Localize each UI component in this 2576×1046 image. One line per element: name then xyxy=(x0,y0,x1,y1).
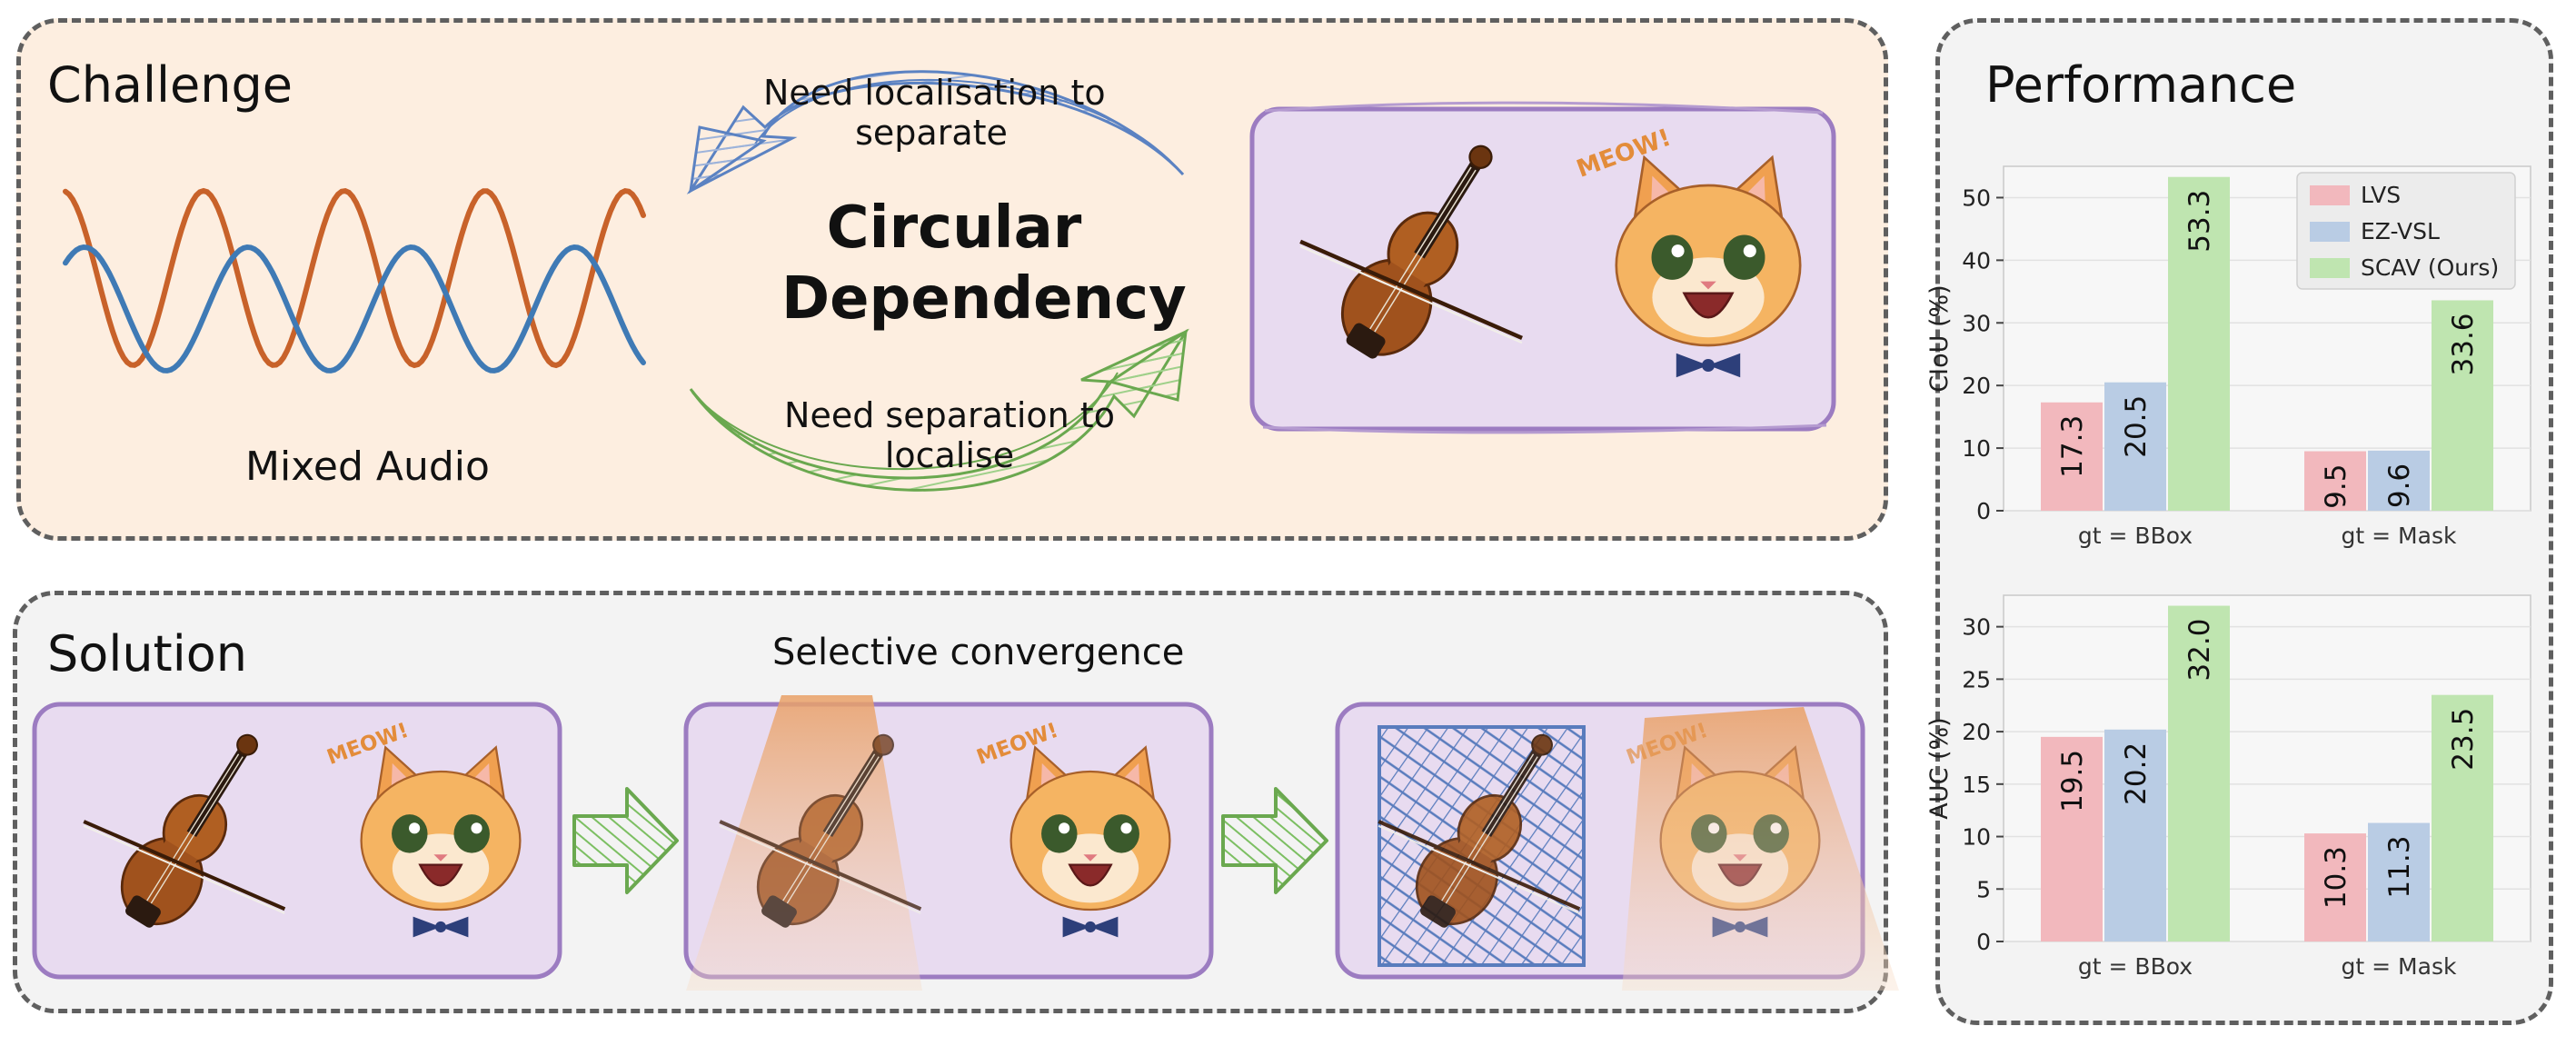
arrow-bottom-green-icon xyxy=(689,328,1189,492)
y-tick-label: 50 xyxy=(1962,184,1991,211)
legend xyxy=(2296,172,2516,290)
legend-swatch xyxy=(2310,185,2350,205)
solution-arrow-2-icon xyxy=(1221,787,1328,894)
violin-icon xyxy=(1378,733,1581,928)
bar xyxy=(2368,450,2430,511)
violin-icon xyxy=(719,733,922,928)
top-arrow-label-line-1: Need localisation to xyxy=(763,73,1106,113)
bar xyxy=(2041,736,2103,941)
y-tick-label: 10 xyxy=(1962,435,1991,462)
bar xyxy=(2168,176,2230,511)
y-tick-label: 0 xyxy=(1976,498,1991,524)
mixed-audio-wave-orange xyxy=(63,187,646,369)
y-tick-label: 30 xyxy=(1962,614,1991,641)
mixed-audio-label: Mixed Audio xyxy=(245,443,490,490)
data-label: 32.0 xyxy=(2183,619,2216,682)
legend-swatch xyxy=(2310,222,2350,242)
top-arrow-label: Need localisation to separate xyxy=(763,73,1106,153)
cat-icon: MEOW! xyxy=(1624,719,1821,938)
y-axis-label: AUC (%) xyxy=(1925,717,1954,819)
performance-title: Performance xyxy=(1985,56,2297,114)
bar xyxy=(2368,822,2430,941)
x-tick-label: gt = BBox xyxy=(2078,953,2193,980)
bar xyxy=(2104,729,2166,941)
x-tick-label: gt = Mask xyxy=(2342,953,2457,980)
y-tick-label: 30 xyxy=(1962,310,1991,336)
legend-entry: SCAV (Ours) xyxy=(2361,254,2499,281)
bar xyxy=(2041,402,2103,511)
legend-entry: EZ-VSL xyxy=(2361,218,2440,244)
bar xyxy=(2304,451,2366,511)
data-label: 9.5 xyxy=(2320,464,2352,509)
violin-icon xyxy=(83,733,286,928)
scene-illustrations: MEOW! MEOW! MEOW! MEOW! xyxy=(83,124,1821,938)
y-tick-label: 25 xyxy=(1962,666,1991,692)
data-label: 20.2 xyxy=(2120,742,2153,805)
data-label: 23.5 xyxy=(2447,708,2480,771)
cat-icon: MEOW! xyxy=(974,719,1171,938)
bar xyxy=(2104,382,2166,511)
x-tick-label: gt = Mask xyxy=(2342,523,2457,549)
selective-convergence-label: Selective convergence xyxy=(772,632,1185,673)
y-tick-label: 40 xyxy=(1962,247,1991,274)
y-tick-label: 0 xyxy=(1976,929,1991,955)
top-arrow-label-line-2: separate xyxy=(855,113,1008,153)
circular-dependency-line-1: Circular xyxy=(826,194,1082,262)
bar xyxy=(2432,694,2493,941)
violin-icon xyxy=(1299,144,1523,359)
data-label: 19.5 xyxy=(2056,750,2089,812)
legend-entry: LVS xyxy=(2361,182,2401,208)
bottom-arrow-label-line-2: localise xyxy=(884,435,1015,475)
circular-dependency-label: Circular Dependency xyxy=(781,193,1187,334)
solution-title: Solution xyxy=(47,625,247,682)
data-label: 53.3 xyxy=(2183,190,2216,253)
data-label: 10.3 xyxy=(2320,846,2352,909)
data-label: 20.5 xyxy=(2120,395,2153,458)
bar xyxy=(2304,833,2366,941)
y-tick-label: 15 xyxy=(1962,772,1991,798)
cat-icon: MEOW! xyxy=(324,719,522,938)
cat-icon: MEOW! xyxy=(1573,124,1802,378)
circular-dependency-line-2: Dependency xyxy=(781,265,1187,333)
data-label: 33.6 xyxy=(2447,313,2480,375)
y-tick-label: 20 xyxy=(1962,719,1991,745)
data-label: 17.3 xyxy=(2056,415,2089,478)
y-tick-label: 10 xyxy=(1962,824,1991,851)
mixed-audio-wave-blue xyxy=(63,244,646,374)
arrow-top-blue-icon xyxy=(686,70,1185,194)
solution-arrow-1-icon xyxy=(572,787,679,894)
bar xyxy=(2432,300,2493,511)
x-tick-label: gt = BBox xyxy=(2078,523,2193,549)
legend-swatch xyxy=(2310,258,2350,278)
y-tick-label: 5 xyxy=(1976,876,1991,902)
data-label: 11.3 xyxy=(2383,836,2416,899)
y-axis-label: CIoU (%) xyxy=(1925,284,1954,392)
bottom-arrow-label: Need separation to localise xyxy=(781,395,1118,475)
challenge-title: Challenge xyxy=(47,56,293,114)
y-tick-label: 20 xyxy=(1962,373,1991,399)
bar xyxy=(2168,605,2230,941)
data-label: 9.6 xyxy=(2383,463,2416,508)
bottom-arrow-label-line-1: Need separation to xyxy=(784,395,1115,435)
